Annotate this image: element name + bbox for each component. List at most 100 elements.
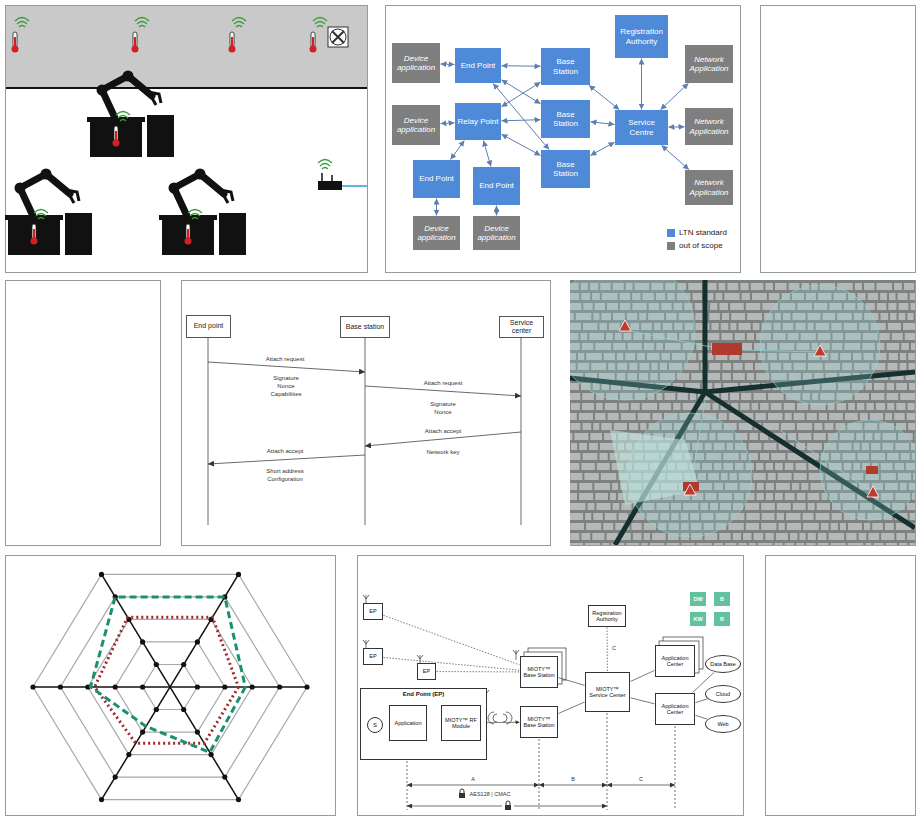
message-label: Signature [429,401,457,408]
connector [589,85,619,109]
node-text: Base station [346,323,385,331]
node-text: EP [369,653,376,659]
tag-box: KW [690,612,706,626]
connector [436,199,437,216]
component-box: MIOTY™ Base Station [520,706,558,738]
connector [496,206,497,216]
node-text: End Point [461,61,496,70]
legend-text: LTN standard [679,228,727,237]
connector [383,657,519,670]
fan-icon [328,27,348,47]
legend-swatch [667,229,675,237]
connector [669,126,685,127]
component-box: MIOTY™ RF Module [441,705,481,741]
city-map [570,280,915,545]
out-of-scope-box: Device application [392,105,440,145]
connector [641,59,642,110]
node-text: Service Centre [617,118,666,136]
message-label: Nonce [433,409,452,416]
out-of-scope-box: Device application [473,216,520,250]
node-text: B [720,616,724,622]
node-text: Network Application [687,55,731,73]
node-text: B [720,596,724,602]
component-box: Registration Authority [588,605,626,627]
node-text: MIOTY™ Base Station [523,716,555,729]
node-text: End Point [479,181,514,190]
standard-box: Registration Authority [615,15,668,58]
storage-ellipse: Cloud [705,685,741,703]
component-box: Application Center [655,645,695,677]
node-text: Base Station [543,110,588,128]
node-text: End point [194,322,224,330]
storage-ellipse: Web [705,715,741,733]
panel-frame [6,6,916,816]
legend-entry: out of scope [667,241,723,250]
message-label: Capabilities [269,391,302,398]
node-text: MIOTY™ Base Station [523,666,555,679]
sensor-circle: S [367,717,383,733]
node-text: Base Station [543,57,588,75]
node-text: Application Center [658,703,692,716]
component-box: Application Center [655,693,695,725]
sequence-lines [208,338,521,525]
node-text: Network Application [687,178,731,196]
node-text: MIOTY™ RF Module [444,717,478,730]
connector [482,722,520,723]
legend-swatch [667,242,675,250]
storage-ellipse: Data Base [705,655,741,673]
connector [451,140,465,159]
lifeline-box: Service center [499,316,544,338]
node-text: S [373,722,377,729]
node-text: Registration Authority [591,610,623,623]
out-of-scope-box: Device application [413,216,460,250]
node-text: DW [693,596,702,602]
message-label: Configuration [266,476,304,483]
node-text: Service center [502,319,541,335]
lifeline-box: Base station [340,316,390,338]
node-text: Data Base [710,661,736,667]
connector [441,63,455,65]
message-label: Attach request [265,356,306,363]
component-box: EP [417,663,436,680]
component-box: MIOTY™ Service Center [585,672,630,712]
message-label: Attach request [423,380,464,387]
node-text: Device application [415,224,458,242]
connector [630,698,654,704]
tag-box: DW [690,592,706,606]
node-text: Device application [475,224,518,242]
component-box: EP [363,603,383,620]
standard-box: Base Station [541,48,590,85]
standard-box: End Point [413,160,460,198]
standard-box: Service Centre [615,110,668,145]
message-label: Signature [272,375,300,382]
factory-illustration [5,6,367,255]
message-label: Attach accept [424,428,462,435]
connector [437,671,520,672]
connector [630,670,654,681]
container-box: End Point (EP)SApplicationMIOTY™ RF Modu… [360,688,487,760]
connector [502,120,541,121]
connector [662,145,689,169]
standard-box: Base Station [541,100,590,138]
connector [483,140,490,166]
node-text: Cloud [716,691,730,697]
out-of-scope-box: Network Application [685,45,733,83]
connector [590,122,614,125]
connector [660,83,688,109]
connector [558,678,584,686]
node-text: Base Station [543,160,588,178]
standard-box: Relay Point [455,103,501,140]
node-text: EP [369,608,376,614]
tag-box: B [714,612,730,626]
interface-label: B [570,776,576,782]
message-label: Nonce [276,383,295,390]
node-text: MIOTY™ Service Center [588,686,627,699]
interface-label: AES128 | CMAC [469,791,512,797]
connector [607,628,608,672]
node-text: Relay Point [458,117,499,126]
out-of-scope-box: Network Application [685,108,733,145]
connector [590,142,614,155]
node-text: End Point (EP) [403,691,445,698]
connector [501,82,540,107]
interface-label: A [470,776,476,782]
